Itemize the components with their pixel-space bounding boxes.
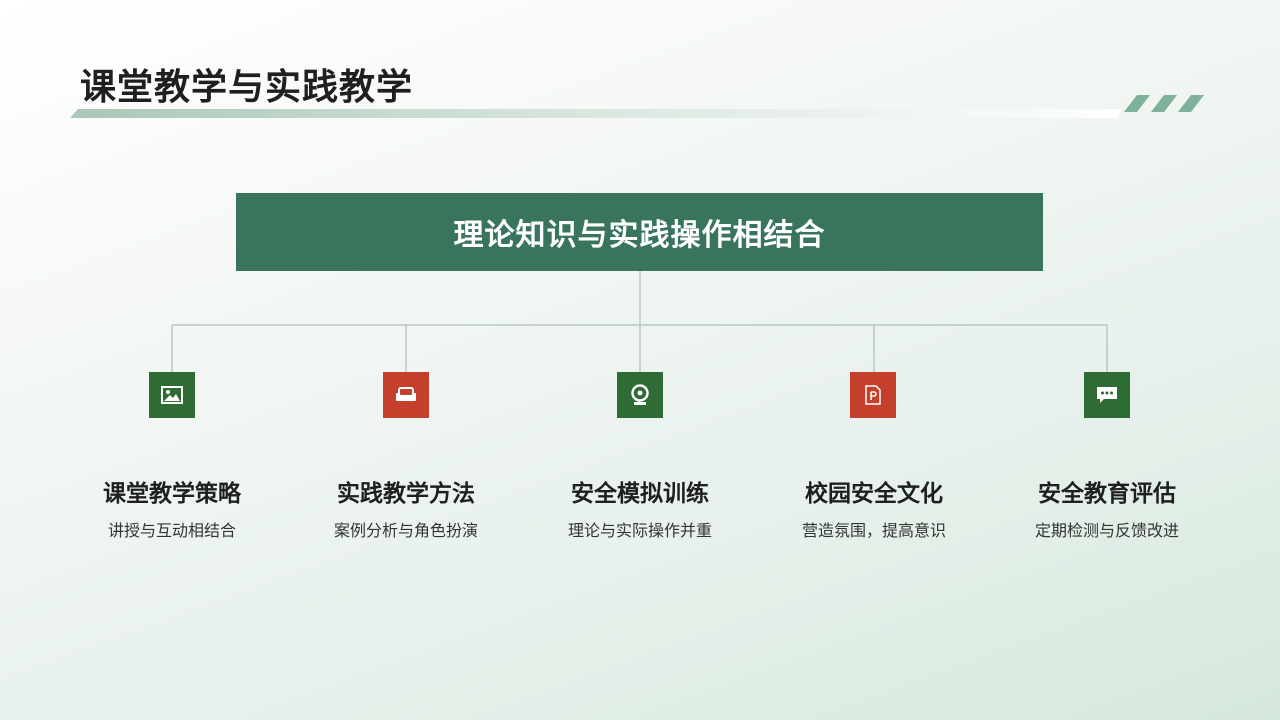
title-underline bbox=[70, 95, 1204, 118]
node-desc-3: 理论与实际操作并重 bbox=[567, 521, 712, 540]
node-title-3: 安全模拟训练 bbox=[571, 481, 709, 507]
node-title-1: 课堂教学策略 bbox=[103, 481, 241, 507]
sofa-icon bbox=[396, 387, 416, 401]
root-node: 理论知识与实践操作相结合 bbox=[236, 193, 1043, 271]
node-icon-5 bbox=[1084, 372, 1130, 418]
node-icon-3 bbox=[617, 372, 663, 418]
node-title-4: 校园安全文化 bbox=[805, 481, 943, 507]
decorative-slashes bbox=[1124, 95, 1204, 112]
node-title-2: 实践教学方法 bbox=[337, 481, 475, 507]
node-icon-4 bbox=[850, 372, 896, 418]
document-p-icon bbox=[865, 385, 881, 405]
webcam-icon bbox=[631, 384, 649, 405]
node-desc-5: 定期检测与反馈改进 bbox=[1034, 521, 1179, 540]
page-title: 课堂教学与实践教学 bbox=[80, 67, 414, 108]
node-desc-1: 讲授与互动相结合 bbox=[107, 521, 236, 540]
chat-bubble-icon bbox=[1097, 387, 1117, 403]
node-title-5: 安全教育评估 bbox=[1038, 481, 1176, 507]
node-desc-2: 案例分析与角色扮演 bbox=[333, 521, 478, 540]
node-desc-4: 营造氛围，提高意识 bbox=[801, 521, 946, 540]
node-icon-2 bbox=[383, 372, 429, 418]
node-icon-1 bbox=[149, 372, 195, 418]
image-icon bbox=[161, 386, 183, 404]
